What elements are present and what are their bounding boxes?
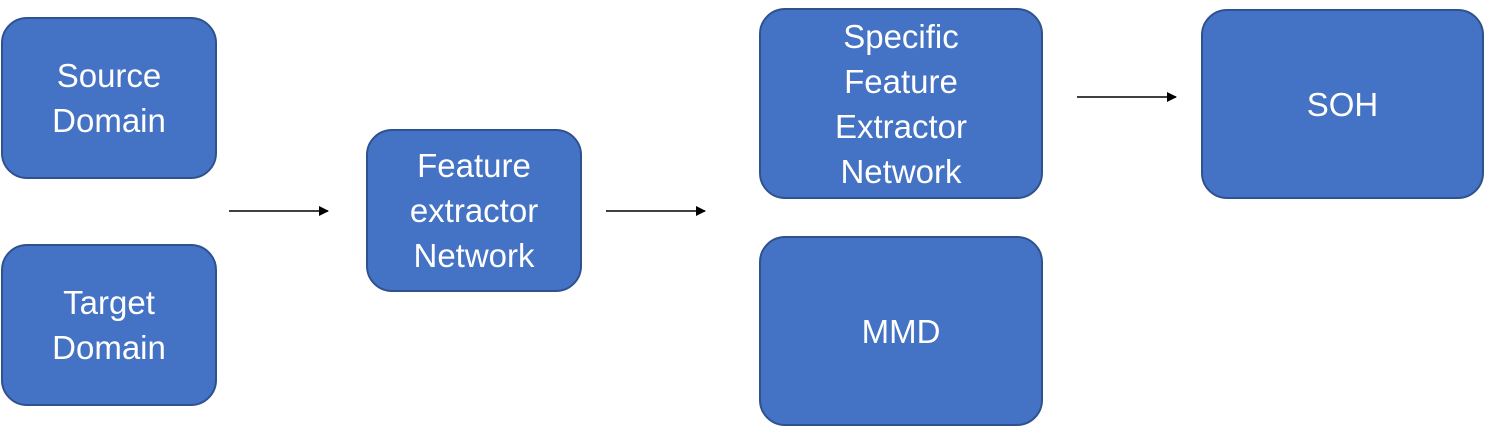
target-domain-label: Target Domain (52, 284, 166, 366)
target-domain-box: Target Domain (1, 244, 217, 406)
soh-box: SOH (1201, 9, 1484, 199)
soh-label: SOH (1306, 85, 1379, 123)
source-domain-label: Source Domain (52, 57, 166, 139)
mmd-label: MMD (861, 312, 941, 350)
mmd-box: MMD (759, 236, 1043, 426)
specific-feature-extractor-box: Specific Feature Extractor Network (759, 8, 1043, 199)
source-domain-box: Source Domain (1, 17, 217, 179)
specific-feature-extractor-label: Specific Feature Extractor Network (834, 17, 968, 190)
feature-extractor-box: Feature extractor Network (366, 129, 582, 292)
feature-extractor-label: Feature extractor Network (409, 147, 539, 274)
